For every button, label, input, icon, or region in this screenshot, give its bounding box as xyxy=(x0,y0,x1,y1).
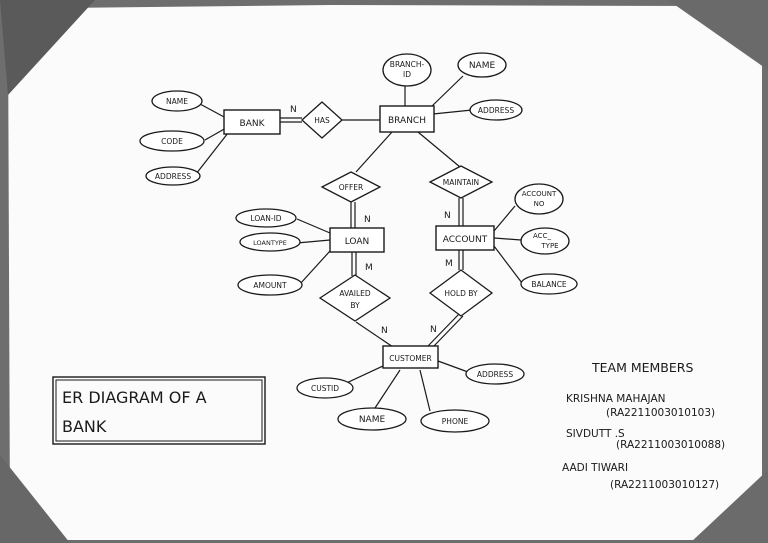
attribute-loan-amount: AMOUNT xyxy=(237,274,303,296)
team-member-3-name: AADI TIWARI xyxy=(562,462,628,474)
diagram-title-line2: BANK xyxy=(62,417,107,436)
attribute-cust-name-label: NAME xyxy=(359,415,386,425)
entity-branch-label: BRANCH xyxy=(388,116,426,126)
attribute-loan-type: LOANTYPE xyxy=(239,232,301,252)
cardinality-account-hold: M xyxy=(445,259,453,269)
attribute-acc-type-label: ACC_ xyxy=(533,232,551,240)
diagram-title-line1: ER DIAGRAM OF A xyxy=(62,388,207,407)
attribute-balance: BALANCE xyxy=(520,273,578,295)
entity-account: ACCOUNT xyxy=(435,225,495,251)
team-member-2-name: SIVDUTT .S xyxy=(566,428,625,440)
relationship-availed-by-label: AVAILED xyxy=(339,289,371,298)
attribute-account-no: ACCOUNT NO xyxy=(514,183,564,215)
attribute-cust-id-label: CUSTID xyxy=(311,384,339,393)
relationship-availed-by-label-2: BY xyxy=(350,301,360,310)
relationship-offer: OFFER xyxy=(320,171,382,203)
entity-account-label: ACCOUNT xyxy=(443,235,488,245)
entity-customer: CUSTOMER xyxy=(382,345,439,369)
team-member-1-id: (RA2211003010103) xyxy=(606,407,715,419)
entity-loan: LOAN xyxy=(329,227,385,253)
entity-loan-label: LOAN xyxy=(345,237,370,247)
attribute-cust-id: CUSTID xyxy=(296,377,354,399)
team-member-1-name: KRISHNA MAHAJAN xyxy=(566,393,665,405)
attribute-loan-id-label: LOAN-ID xyxy=(250,214,281,223)
attribute-branch-id: BRANCH- ID xyxy=(382,53,432,87)
cardinality-availed-customer: N xyxy=(381,326,388,336)
cardinality-labels: N N M N N M N xyxy=(290,105,453,336)
cardinality-offer-loan: N xyxy=(364,215,371,225)
attribute-branch-id-label-2: ID xyxy=(403,70,411,79)
attribute-balance-label: BALANCE xyxy=(531,280,567,289)
cardinality-bank-has: N xyxy=(290,105,297,115)
relationship-hold-by-label: HOLD BY xyxy=(444,289,478,298)
attribute-loan-id: LOAN-ID xyxy=(235,208,297,228)
attribute-branch-address-label: ADDRESS xyxy=(478,106,514,115)
connector-lines xyxy=(195,75,523,412)
title-box: ER DIAGRAM OF A BANK xyxy=(52,376,266,445)
attribute-bank-code-label: CODE xyxy=(161,137,183,146)
attribute-loan-amount-label: AMOUNT xyxy=(253,281,287,290)
entity-bank-label: BANK xyxy=(240,119,266,129)
entity-customer-label: CUSTOMER xyxy=(389,354,431,363)
relationship-hold-by: HOLD BY xyxy=(428,269,494,317)
relationship-maintain: MAINTAIN xyxy=(428,165,494,199)
relationship-availed-by: AVAILED BY xyxy=(318,274,392,322)
team-member-2-id: (RA2211003010088) xyxy=(616,439,725,451)
relationship-offer-label: OFFER xyxy=(339,183,363,192)
attribute-cust-address-label: ADDRESS xyxy=(477,370,513,379)
attribute-cust-phone-label: PHONE xyxy=(442,417,469,426)
attribute-bank-code: CODE xyxy=(139,130,205,152)
relationship-maintain-label: MAINTAIN xyxy=(443,178,479,187)
attribute-bank-name-label: NAME xyxy=(166,97,188,106)
entity-branch: BRANCH xyxy=(379,105,435,133)
relationship-has: HAS xyxy=(301,101,343,139)
attribute-acc-type: ACC_ TYPE xyxy=(520,227,570,255)
team-heading: TEAM MEMBERS xyxy=(591,360,693,375)
attribute-bank-address-label: ADDRESS xyxy=(155,172,191,181)
attribute-account-no-label-2: NO xyxy=(534,200,545,208)
attribute-cust-address: ADDRESS xyxy=(465,363,525,385)
attribute-account-no-label: ACCOUNT xyxy=(522,190,557,198)
relationship-has-label: HAS xyxy=(314,116,330,125)
cardinality-hold-customer: N xyxy=(430,325,437,335)
attribute-loan-type-label: LOANTYPE xyxy=(253,239,287,247)
attribute-acc-type-label-2: TYPE xyxy=(540,242,558,250)
team-member-3-id: (RA2211003010127) xyxy=(610,479,719,491)
attribute-branch-address: ADDRESS xyxy=(469,99,523,121)
attribute-bank-address: ADDRESS xyxy=(145,166,201,186)
attribute-cust-name: NAME xyxy=(337,407,407,431)
cardinality-loan-availed: M xyxy=(365,263,373,273)
entity-bank: BANK xyxy=(223,109,281,135)
attribute-branch-name-label: NAME xyxy=(469,61,496,71)
attribute-bank-name: NAME xyxy=(151,90,203,112)
attribute-branch-id-label: BRANCH- xyxy=(390,60,425,69)
attribute-branch-name: NAME xyxy=(457,52,507,78)
team-members: TEAM MEMBERS KRISHNA MAHAJAN (RA22110030… xyxy=(562,360,725,491)
attribute-cust-phone: PHONE xyxy=(420,409,490,433)
cardinality-maintain-account: N xyxy=(444,211,451,221)
